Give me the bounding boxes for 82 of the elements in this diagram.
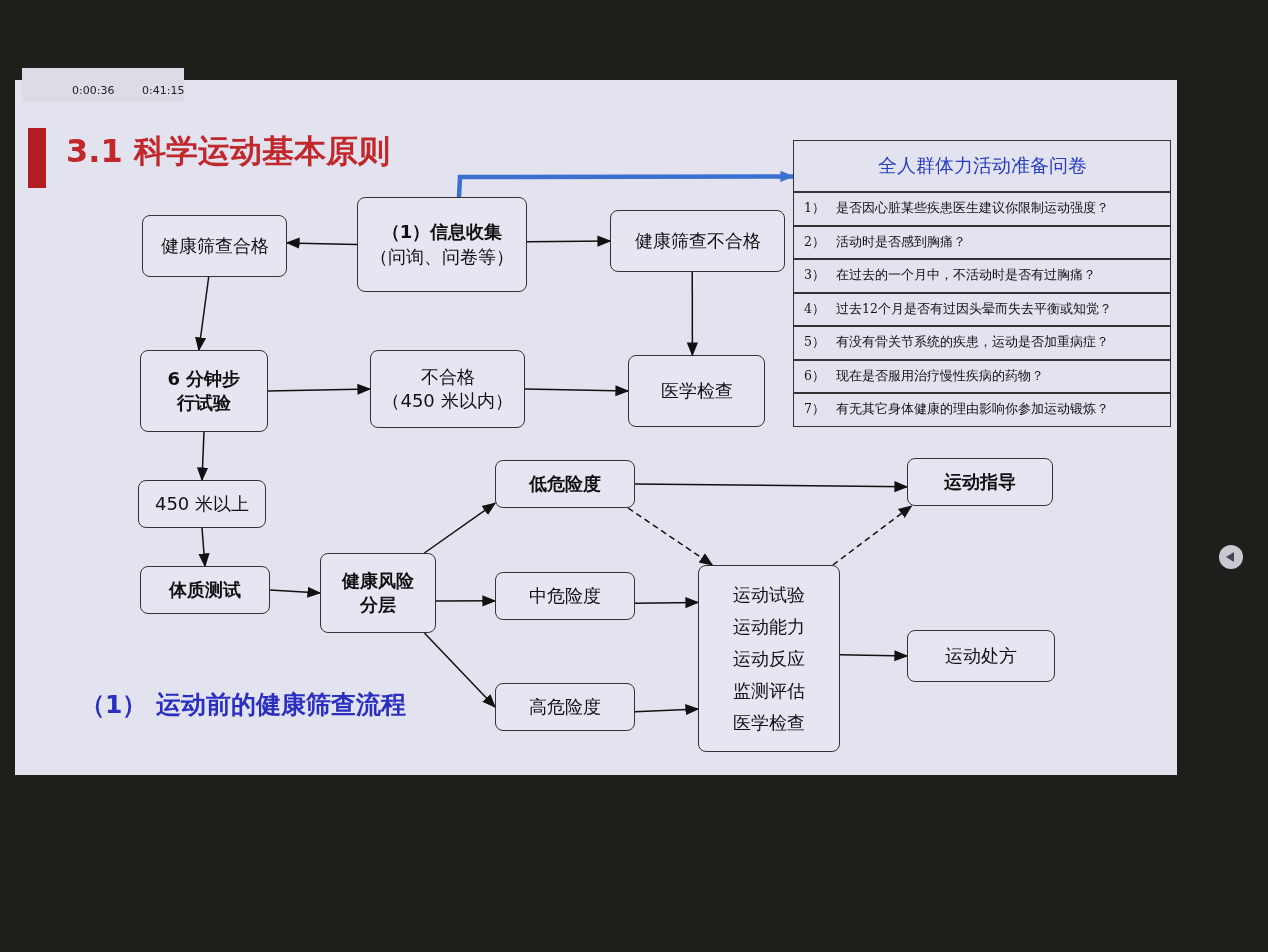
box-text: 中危险度 xyxy=(529,583,601,608)
item-number: 7） xyxy=(804,401,826,419)
box-text: 健康筛查合格 xyxy=(160,233,269,258)
box-text: （450 米以内） xyxy=(382,389,513,413)
item-number: 6） xyxy=(804,367,826,385)
arrow xyxy=(526,235,612,247)
box-text: 医学检查 xyxy=(733,710,805,735)
question-text: 是否因心脏某些疾患医生建议你限制运动强度？ xyxy=(836,200,1109,218)
arrow xyxy=(285,237,358,249)
arrow xyxy=(839,650,909,662)
item-number: 2） xyxy=(804,233,826,251)
questionnaire-row xyxy=(793,225,1171,259)
item-number: 4） xyxy=(804,300,826,318)
item-number: 1） xyxy=(804,200,826,218)
box-text: 运动试验 xyxy=(733,582,805,607)
box-text: 运动反应 xyxy=(733,646,805,671)
box-text: 450 米以上 xyxy=(154,491,250,516)
questionnaire-row xyxy=(793,192,1171,226)
questionnaire-row xyxy=(793,393,1171,427)
box-text: （问询、问卷等） xyxy=(370,244,514,269)
item-number: 5） xyxy=(804,334,826,352)
process-box xyxy=(495,460,635,508)
box-text: 6 分钟步行试验 xyxy=(166,366,242,415)
box-text: 体质测试 xyxy=(169,577,241,602)
box-text: （1）信息收集 xyxy=(381,220,503,245)
questionnaire-header xyxy=(793,140,1171,192)
process-box xyxy=(138,480,266,528)
question-text: 有无其它身体健康的理由影响你参加运动锻炼？ xyxy=(836,401,1109,419)
arrow xyxy=(423,502,497,554)
process-box xyxy=(907,458,1053,506)
process-box xyxy=(140,350,268,432)
arrow xyxy=(832,505,913,566)
arrow xyxy=(195,276,210,352)
box-text: 不合格 xyxy=(420,364,475,389)
questionnaire-row xyxy=(793,359,1171,393)
process-box xyxy=(320,553,436,633)
arrow xyxy=(196,431,209,482)
arrow xyxy=(435,595,497,607)
box-text: 全人群体力活动准备问卷 xyxy=(877,153,1087,179)
time-readout: 0:41:15 xyxy=(142,84,185,97)
box-text: 健康风险分层 xyxy=(340,568,415,617)
process-box xyxy=(140,566,270,614)
process-box xyxy=(142,215,287,277)
question-text: 活动时是否感到胸痛？ xyxy=(836,233,966,251)
process-box xyxy=(357,197,527,292)
arrow xyxy=(627,507,714,566)
arrow xyxy=(269,586,322,598)
process-box xyxy=(495,572,635,620)
arrow xyxy=(456,170,795,198)
question-text: 在过去的一个月中，不活动时是否有过胸痛？ xyxy=(836,267,1096,285)
box-text: 健康筛查不合格 xyxy=(634,228,761,253)
box-text: 运动指导 xyxy=(944,469,1016,494)
box-text: 低危险度 xyxy=(529,471,601,496)
item-number: 3） xyxy=(804,267,826,285)
questionnaire-row xyxy=(793,292,1171,326)
arrow xyxy=(634,596,700,609)
process-box xyxy=(698,565,840,752)
process-box xyxy=(495,683,635,731)
time-readout: 0:00:36 xyxy=(72,84,115,97)
process-box xyxy=(610,210,785,272)
box-text: 监测评估 xyxy=(733,678,805,703)
arrow xyxy=(198,527,210,568)
process-box xyxy=(628,355,765,427)
question-text: 过去12个月是否有过因头晕而失去平衡或知觉？ xyxy=(836,300,1112,318)
process-box xyxy=(907,630,1055,682)
arrow xyxy=(524,385,630,397)
arrow xyxy=(686,271,698,357)
box-text: 高危险度 xyxy=(529,694,601,719)
slide-title: 3.1 科学运动基本原则 xyxy=(66,131,390,172)
box-text: 医学检查 xyxy=(660,378,733,403)
arrow xyxy=(423,632,496,708)
arrow xyxy=(267,383,372,395)
question-text: 有没有骨关节系统的疾患，运动是否加重病症？ xyxy=(836,334,1109,352)
arrow xyxy=(634,481,909,493)
box-text: 运动能力 xyxy=(733,614,805,639)
questionnaire-row xyxy=(793,326,1171,360)
flow-subtitle: （1） 运动前的健康筛查流程 xyxy=(80,689,407,721)
box-text: 运动处方 xyxy=(945,643,1017,668)
process-box xyxy=(370,350,525,428)
question-text: 现在是否服用治疗慢性疾病的药物？ xyxy=(836,367,1044,385)
arrow xyxy=(634,703,700,716)
questionnaire-row xyxy=(793,259,1171,293)
